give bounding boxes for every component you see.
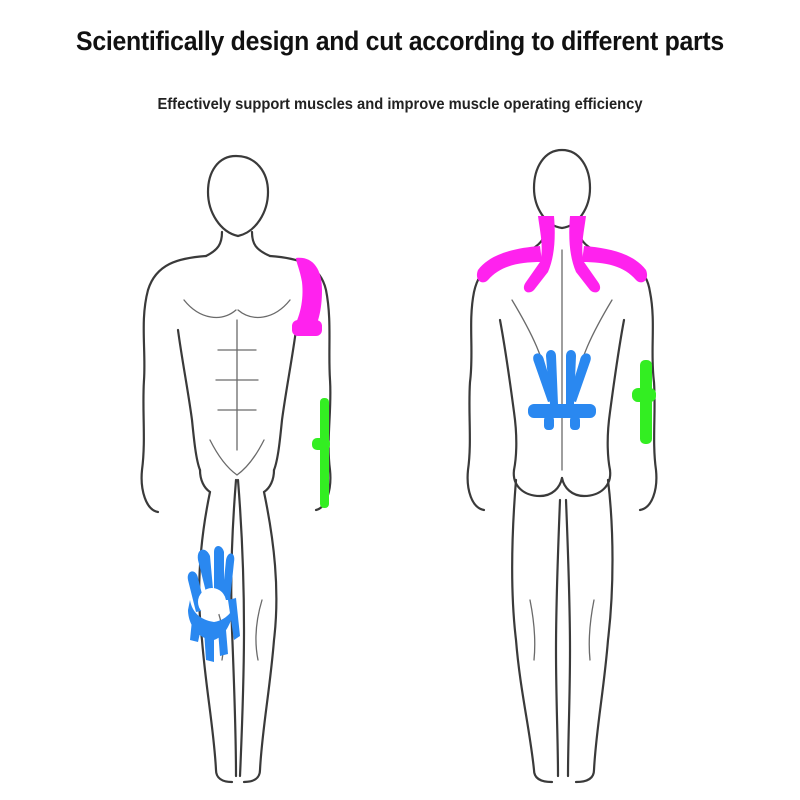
back-lower-back-tape bbox=[528, 350, 596, 430]
front-elbow-tape bbox=[312, 398, 330, 508]
back-forearm-tape bbox=[632, 360, 656, 444]
headline: Scientifically design and cut according … bbox=[76, 26, 724, 56]
front-body-figure bbox=[140, 154, 332, 784]
back-neck-shoulder-tape bbox=[476, 216, 648, 293]
front-shoulder-tape bbox=[292, 257, 322, 336]
front-knee-tape bbox=[187, 546, 240, 662]
back-body-figure bbox=[466, 148, 658, 784]
subheadline: Effectively support muscles and improve … bbox=[157, 96, 643, 113]
